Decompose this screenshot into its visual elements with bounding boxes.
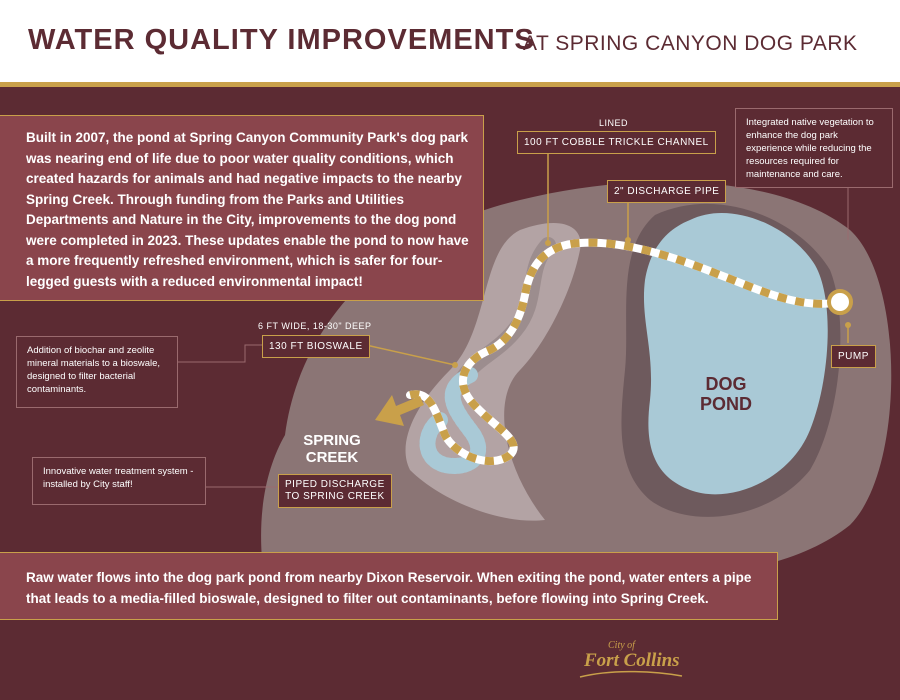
logo-city-text: City of	[608, 640, 635, 651]
lined-label: LINED	[599, 118, 629, 128]
cobble-channel-label: 100 FT COBBLE TRICKLE CHANNEL	[517, 131, 716, 154]
spring-creek-label: SPRING CREEK	[288, 432, 376, 466]
summary-panel: Raw water flows into the dog park pond f…	[0, 552, 778, 620]
header	[0, 0, 900, 84]
dog-pond-label-line2: POND	[699, 394, 752, 414]
discharge-pipe-label: 2" DISCHARGE PIPE	[607, 180, 727, 203]
page-subtitle: AT SPRING CANYON DOG PARK	[523, 32, 858, 55]
page-title: WATER QUALITY IMPROVEMENTS	[28, 24, 535, 56]
piped-discharge-label: PIPED DISCHARGE TO SPRING CREEK	[278, 474, 392, 508]
vegetation-note: Integrated native vegetation to enhance …	[735, 108, 893, 188]
piped-discharge-line2: TO SPRING CREEK	[285, 491, 385, 502]
piped-discharge-line1: PIPED DISCHARGE	[285, 479, 385, 490]
dog-pond-label: DOG POND	[688, 374, 764, 414]
outflow-arrow	[375, 395, 424, 426]
spring-creek-label-line1: SPRING	[303, 432, 361, 449]
spring-creek-label-line2: CREEK	[305, 449, 359, 466]
pump-icon	[827, 289, 853, 315]
biochar-note: Addition of biochar and zeolite mineral …	[16, 336, 178, 408]
treatment-note: Innovative water treatment system - inst…	[32, 457, 206, 505]
pump-label: PUMP	[831, 345, 876, 368]
bioswale-spec-label: 6 FT WIDE, 18-30" DEEP	[258, 321, 372, 331]
intro-panel: Built in 2007, the pond at Spring Canyon…	[0, 115, 484, 301]
dog-pond-label-line1: DOG	[705, 374, 747, 394]
fort-collins-logo: City of Fort Collins	[578, 640, 686, 682]
logo-name-text: Fort Collins	[584, 650, 680, 671]
bioswale-label: 130 FT BIOSWALE	[262, 335, 370, 358]
dog-pond	[643, 212, 828, 495]
logo-swoosh-icon	[579, 670, 683, 678]
header-divider	[0, 82, 900, 87]
